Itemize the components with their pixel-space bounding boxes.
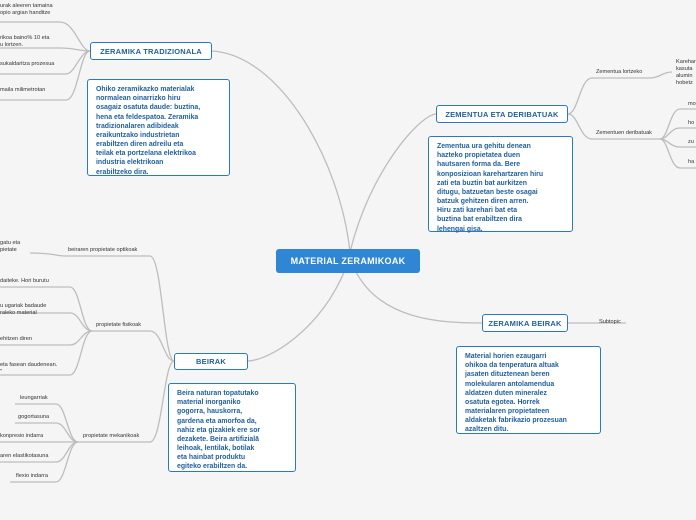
leaf-zem-d3[interactable]: zu	[688, 139, 694, 145]
leaf-fis-3[interactable]: ehitzen diren	[0, 336, 33, 342]
leaf-fis-4[interactable]: eta fasean daudenean. "	[0, 362, 58, 376]
leaf-fis-2[interactable]: u ugariak badaude raleko material	[0, 303, 47, 317]
leaf-mek-4[interactable]: aren elastikotasuna	[0, 453, 49, 459]
leaf-zem-d4[interactable]: ha	[688, 159, 695, 165]
note-zementua: Zementua ura gehitu denean hazteko propi…	[428, 136, 573, 233]
topic-zementua-eta-deribatuak[interactable]: ZEMENTUA ETA DERIBATUAK	[436, 105, 568, 123]
leaf-mek-3[interactable]: konpresio indarra	[0, 433, 44, 439]
leaf-trad-3[interactable]: sukaldaritza prozesua	[0, 61, 55, 67]
topic-zeramika-beirak[interactable]: ZERAMIKA BEIRAK	[482, 314, 568, 332]
leaf-propietate-mekanikoak[interactable]: propietate mekanikoak	[83, 433, 140, 439]
leaf-propietate-optikoak[interactable]: beiraren propietate optikoak	[68, 247, 138, 253]
leaf-opt-1[interactable]: gatu eta pietate	[0, 240, 21, 254]
leaf-trad-1[interactable]: urak aleeren tamaina opio argian handitz…	[0, 3, 53, 17]
leaf-mek-1[interactable]: leungarriak	[20, 395, 48, 401]
note-beirak: Beira naturan topatutako material inorga…	[168, 383, 296, 472]
note-zeramika-tradizionala: Ohiko zeramikazko materialak normalean o…	[87, 79, 230, 176]
leaf-zementuen-deribatuak[interactable]: Zementuen deribatuak	[596, 130, 652, 136]
topic-beirak[interactable]: BEIRAK	[174, 353, 248, 370]
leaf-zementua-lortzeko-text[interactable]: Karehar kasuta alumin hobetz	[676, 59, 696, 86]
leaf-mek-5[interactable]: flexio indarra	[16, 473, 49, 479]
central-topic[interactable]: MATERIAL ZERAMIKOAK	[276, 249, 420, 273]
leaf-subtopic[interactable]: Subtopic	[599, 319, 621, 325]
leaf-zem-d2[interactable]: ho	[688, 120, 695, 126]
leaf-fis-1[interactable]: daiteke. Hori burutu	[0, 278, 49, 284]
leaf-trad-2[interactable]: rikoa baino% 10 eta u lortzen.	[0, 35, 50, 49]
leaf-mek-2[interactable]: gogortasuna	[18, 414, 50, 420]
topic-zeramika-tradizionala[interactable]: ZERAMIKA TRADIZIONALA	[90, 42, 212, 60]
note-zeramika-beirak: Material horien ezaugarri ohikoa da tenp…	[456, 346, 601, 434]
leaf-zem-d1[interactable]: mo	[688, 101, 696, 107]
leaf-zementua-lortzeko[interactable]: Zementua lortzeko	[596, 69, 643, 75]
leaf-propietate-fisikoak[interactable]: propietate fisikoak	[96, 322, 142, 328]
leaf-trad-4[interactable]: maila milimetrotan	[0, 87, 46, 93]
